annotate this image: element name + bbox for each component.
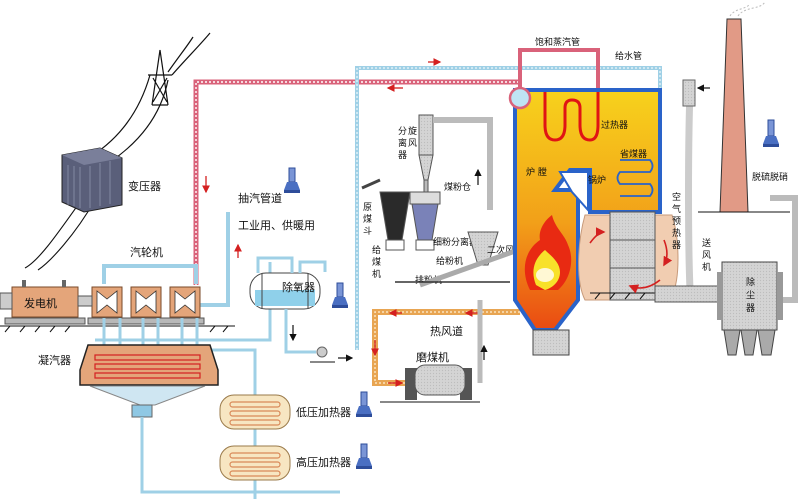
powder-feeder-label: 给粉机 — [436, 255, 463, 267]
ground-hatch — [0, 325, 235, 333]
turbine — [87, 286, 205, 325]
cyclone-separator — [418, 114, 434, 193]
flame-icon — [524, 215, 572, 290]
coal-pipe — [419, 247, 519, 288]
coal-powder-bunker — [409, 191, 441, 251]
turbine-label: 汽轮机 — [130, 245, 163, 259]
economizer-coil — [616, 159, 654, 197]
air-preheater-label: 空 气 预 热 器 — [672, 191, 681, 251]
svg-text:旋: 旋 — [408, 125, 417, 137]
svg-text:送: 送 — [702, 237, 711, 249]
coal-bunker-label: 煤粉仓 — [444, 181, 471, 193]
extraction-pipe-label: 抽汽管道 — [238, 191, 282, 205]
coal-mill — [380, 364, 480, 403]
dust-collector — [717, 261, 783, 356]
extraction-pipe — [198, 212, 230, 307]
forced-draft-fan-label: 送 风 机 — [702, 237, 711, 273]
saturated-steam-pipe — [518, 48, 600, 88]
cyclone-separator-label: 分 旋 离 风 器 — [398, 125, 417, 161]
steam-drum — [508, 86, 532, 110]
svg-text:风: 风 — [702, 250, 711, 261]
svg-text:煤: 煤 — [363, 213, 372, 225]
fine-powder-separator — [467, 231, 499, 266]
turbine-crossover-pipe — [102, 264, 198, 284]
svg-text:气: 气 — [672, 203, 681, 215]
deaerator — [249, 272, 321, 310]
svg-text:热: 热 — [672, 227, 681, 239]
coal-feeder-label: 给 煤 机 — [372, 244, 381, 280]
saturated-steam-pipe-label: 饱和蒸汽管 — [535, 36, 580, 48]
svg-text:除: 除 — [746, 276, 755, 288]
lp-heater-label: 低压加热器 — [296, 406, 351, 419]
coal-mill-label: 磨煤机 — [416, 350, 449, 364]
condensate-pipe — [140, 417, 340, 494]
dust-collector-label: 除 尘 器 — [746, 276, 755, 314]
svg-text:机: 机 — [702, 261, 711, 273]
hp-heater — [219, 445, 291, 481]
air-intake — [682, 79, 696, 107]
svg-text:预: 预 — [672, 216, 681, 227]
condenser — [79, 344, 219, 418]
safety-valve-icon — [763, 119, 779, 147]
hot-air-duct-label: 热风道 — [430, 324, 463, 338]
svg-text:机: 机 — [372, 268, 381, 280]
transmission-tower-icon — [84, 32, 211, 163]
transformer-label: 变压器 — [128, 179, 161, 193]
svg-text:器: 器 — [672, 240, 681, 251]
svg-text:离: 离 — [398, 137, 407, 149]
fd-fan-duct — [685, 89, 694, 291]
air-duct — [433, 117, 493, 210]
hp-heater-label: 高压加热器 — [296, 455, 351, 469]
industrial-heating-label: 工业用、供暖用 — [238, 218, 315, 232]
feed-pump — [310, 346, 335, 363]
feedwater-pipe-label: 给水管 — [615, 50, 642, 62]
economizer-label: 省煤器 — [620, 148, 647, 160]
svg-text:煤: 煤 — [372, 256, 381, 268]
superheater-coil — [543, 92, 600, 142]
raw-coal-hopper — [361, 178, 411, 251]
svg-text:风: 风 — [408, 138, 417, 149]
main-steam-pipe — [193, 79, 520, 285]
transformer — [61, 147, 123, 213]
superheater-label: 过热器 — [601, 119, 628, 131]
svg-text:器: 器 — [746, 303, 755, 314]
safety-valve-icon — [332, 282, 348, 308]
svg-text:斗: 斗 — [363, 226, 372, 237]
boiler-label: 锅炉 — [588, 174, 606, 186]
chimney — [698, 1, 790, 213]
flue-to-chimney — [770, 195, 798, 303]
svg-text:分: 分 — [398, 126, 407, 137]
furnace-label: 炉 膛 — [526, 166, 547, 178]
fine-powder-separator-label: 细粉分离器 — [433, 236, 478, 248]
generator-label: 发电机 — [24, 296, 57, 310]
generator — [0, 280, 93, 325]
condenser-label: 凝汽器 — [38, 353, 71, 367]
deaerator-label: 除氧器 — [282, 280, 315, 294]
flue-duct — [654, 285, 726, 303]
svg-text:原: 原 — [363, 202, 372, 213]
svg-text:给: 给 — [372, 244, 381, 256]
safety-valve-icon — [356, 443, 372, 469]
safety-valve-icon — [356, 391, 372, 417]
safety-valve-icon — [284, 167, 300, 193]
deaerator-pipes — [256, 256, 327, 354]
flow-arrows-preheater — [589, 227, 673, 294]
raw-coal-hopper-label: 原 煤 斗 — [363, 202, 372, 237]
svg-text:空: 空 — [672, 191, 681, 203]
lp-heater — [219, 394, 291, 430]
svg-text:尘: 尘 — [746, 290, 755, 301]
svg-text:器: 器 — [398, 150, 407, 161]
desulfurization-label: 脱硫脱硝 — [752, 171, 788, 183]
